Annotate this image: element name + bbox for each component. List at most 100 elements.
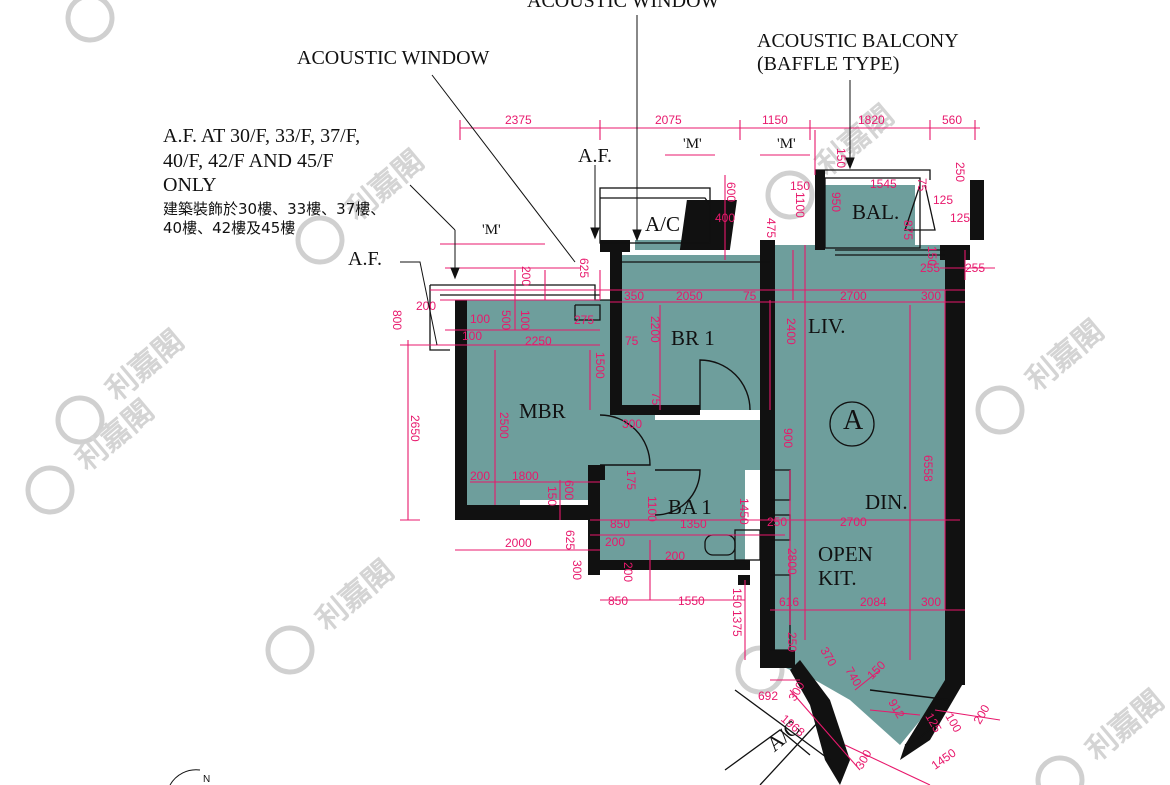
dim-label: 100 (470, 312, 490, 326)
af-note-line3: ONLY (163, 174, 217, 196)
af-note-line2: 40/F, 42/F AND 45/F (163, 150, 334, 172)
room-open: OPEN (818, 542, 873, 566)
dim-label: 300 (622, 417, 642, 431)
dim-label: 2050 (676, 289, 703, 303)
dim-label: 2700 (840, 515, 867, 529)
dim-label: 200 (665, 549, 685, 563)
door-mbr (599, 414, 651, 466)
dim-label: 1350 (680, 517, 707, 531)
dim-label: 100 (518, 310, 532, 330)
svg-text:利嘉閣: 利嘉閣 (1020, 314, 1110, 397)
watermark: 利嘉閣 (65, 0, 201, 43)
room-mbr: MBR (519, 399, 566, 423)
dim-label: 250 (785, 632, 799, 652)
dim-label: 800 (390, 310, 404, 330)
dim-label: 625 (563, 530, 577, 550)
dimension-labels: 2375 2075 1150 1820 560 250 150 1545 75 … (390, 113, 993, 772)
dim-label: 200 (519, 266, 533, 286)
dim-label: 500 (499, 310, 513, 330)
dim-label: 900 (781, 428, 795, 448)
dim-label: 625 (577, 258, 591, 278)
dim-label: 150 (730, 588, 744, 608)
door-br1 (699, 359, 751, 411)
dim-label: 150 (925, 246, 939, 266)
dim-label: 850 (608, 594, 628, 608)
dim-label: 1500 (593, 352, 607, 379)
dim-label: 560 (942, 113, 962, 127)
dim-label: 150 (790, 179, 810, 193)
dim-label: 200 (970, 702, 992, 727)
room-balcony: BAL. (852, 200, 900, 224)
unit-letter: A (843, 405, 864, 436)
dim-label: 175 (624, 470, 638, 490)
room-fills (462, 185, 945, 745)
acoustic-balcony-label-line2: (BAFFLE TYPE) (757, 53, 900, 75)
dim-label: 200 (416, 299, 436, 313)
dim-label: 850 (610, 517, 630, 531)
dim-label: 125 (950, 211, 970, 225)
acoustic-window-left-label: ACOUSTIC WINDOW (297, 47, 490, 69)
dim-label: 1545 (870, 177, 897, 191)
dim-label: 250 (767, 515, 787, 529)
dim-label: 2700 (840, 289, 867, 303)
watermark: 利嘉閣 (975, 314, 1111, 435)
door-entrance (869, 689, 951, 746)
living-fill (770, 245, 945, 745)
mbr-fill (462, 300, 655, 505)
dim-label: 100 (462, 329, 482, 343)
room-dining: DIN. (865, 490, 908, 514)
dim-label: 2200 (648, 316, 662, 343)
acoustic-balcony-label-line1: ACOUSTIC BALCONY (757, 30, 959, 52)
dim-label: 2084 (860, 595, 887, 609)
north-arrow: N (169, 769, 210, 785)
dim-label: 400 (715, 211, 735, 225)
dim-label: 200 (470, 469, 490, 483)
marker-m: 'M' (482, 222, 501, 238)
dim-label: 1550 (678, 594, 705, 608)
acoustic-window-top-label: ACOUSTIC WINDOW (527, 0, 720, 12)
dim-label: 2375 (505, 113, 532, 127)
room-br1: BR 1 (671, 326, 715, 350)
dim-label: 616 (779, 595, 799, 609)
watermark: 利嘉閣 (265, 554, 401, 675)
dim-label: 1800 (512, 469, 539, 483)
svg-text:利嘉閣: 利嘉閣 (310, 554, 400, 637)
dim-label: 75 (649, 392, 663, 406)
marker-m: 'M' (683, 136, 702, 152)
dim-label: 75 (743, 289, 757, 303)
dim-label: 75 (915, 178, 929, 192)
dim-label: 2500 (497, 412, 511, 439)
outlines (429, 169, 945, 785)
dim-label: 255 (920, 261, 940, 275)
svg-text:利嘉閣: 利嘉閣 (70, 394, 160, 477)
dim-label: 1450 (929, 745, 959, 772)
leader-lines (400, 15, 855, 346)
dim-label: 2400 (784, 318, 798, 345)
dim-label: 2000 (505, 536, 532, 550)
dim-label: 1100 (645, 496, 659, 522)
dim-label: 875 (901, 220, 915, 240)
af-note-line1: A.F. AT 30/F, 33/F, 37/F, (163, 125, 361, 147)
dim-label: 300 (570, 560, 584, 580)
room-living: LIV. (808, 314, 846, 338)
af-left-label: A.F. (348, 248, 382, 270)
dim-label: 1375 (730, 610, 744, 637)
svg-text:利嘉閣: 利嘉閣 (1080, 684, 1170, 767)
balcony-fill (825, 185, 915, 245)
dimension-lines (400, 120, 1001, 785)
dim-label: 125 (933, 193, 953, 207)
svg-text:利嘉閣: 利嘉閣 (100, 324, 190, 407)
dim-label: 250 (953, 162, 967, 182)
svg-text:N: N (203, 774, 210, 785)
dim-label: 600 (562, 480, 576, 500)
dim-label: 275 (574, 313, 594, 327)
af-top-label: A.F. (578, 145, 612, 167)
svg-text:利嘉閣: 利嘉閣 (110, 0, 200, 5)
watermark: 利嘉閣 (25, 394, 161, 515)
doors (599, 359, 951, 746)
watermark: 利嘉閣 (1035, 684, 1170, 785)
dim-label: 350 (624, 289, 644, 303)
dim-label: 600 (724, 182, 738, 202)
room-ac-top: A/C (645, 212, 681, 236)
